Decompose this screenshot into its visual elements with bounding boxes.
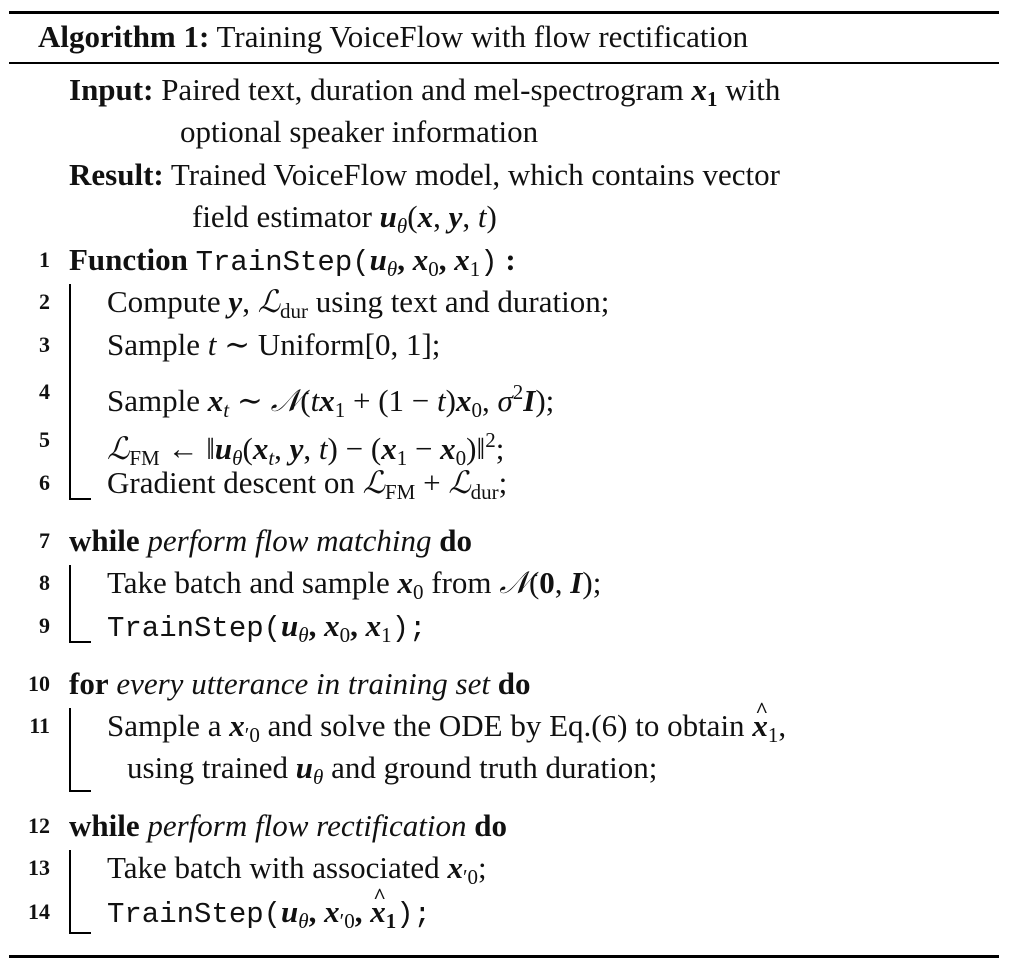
step-9: TrainStep(uθ, x0, x1);	[107, 608, 427, 647]
algorithm-title-text: Training VoiceFlow with flow rectificati…	[216, 19, 749, 54]
line-number: 5	[39, 427, 50, 452]
line-number: 2	[39, 289, 50, 314]
line-number: 7	[39, 528, 50, 553]
step-12: while perform flow rectification do	[69, 808, 508, 843]
input-line-2: optional speaker information	[180, 114, 539, 149]
step-1: Function TrainStep(uθ, x0, x1) :	[69, 242, 516, 281]
step-6: Gradient descent on ℒFM + ℒdur;	[107, 465, 508, 504]
title-rule	[9, 62, 999, 64]
result-line-1: Result: Trained VoiceFlow model, which c…	[69, 155, 780, 195]
result-text-1: Trained VoiceFlow model, which contains …	[170, 157, 780, 192]
for-block-bar	[69, 708, 91, 792]
input-line-1: Input: Paired text, duration and mel-spe…	[69, 70, 780, 119]
line-number: 11	[29, 713, 50, 738]
input-text-1: Paired text, duration and mel-spectrogra…	[161, 72, 684, 107]
line-number: 6	[39, 470, 50, 495]
step-11-cont: using trained uθ and ground truth durati…	[127, 750, 658, 789]
math-x1: x1	[691, 72, 718, 111]
step-7: while perform flow matching do	[69, 523, 473, 558]
step-11: Sample a x′0 and solve the ODE by Eq.(6)…	[107, 690, 786, 755]
input-label: Input:	[69, 72, 154, 107]
result-line-2: field estimator uθ(x, y, t)	[192, 199, 497, 238]
line-number: 13	[28, 855, 50, 880]
result-label: Result:	[69, 157, 164, 192]
algorithm-label: Algorithm 1:	[38, 19, 210, 54]
line-number: 3	[39, 332, 50, 357]
step-3: Sample t ∼ Uniform[0, 1];	[107, 327, 441, 362]
line-number: 1	[39, 247, 50, 272]
input-text-1b: with	[725, 72, 781, 107]
step-10: for every utterance in training set do	[69, 666, 531, 701]
line-number: 12	[28, 813, 50, 838]
line-number: 10	[28, 671, 50, 696]
line-number: 9	[39, 613, 50, 638]
line-number: 8	[39, 570, 50, 595]
step-2: Compute y, ℒdur using text and duration;	[107, 284, 610, 323]
result-text-2: field estimator	[192, 199, 372, 234]
algorithm-title: Algorithm 1: Training VoiceFlow with flo…	[38, 17, 748, 57]
step-5: ℒFM ← ‖uθ(xt, y, t) − (x1 − x0)‖2;	[107, 428, 505, 470]
function-name: TrainStep	[195, 246, 353, 279]
function-block-bar	[69, 284, 91, 500]
step-14: TrainStep(uθ, x′0, x1);	[107, 876, 431, 941]
while-block-bar	[69, 565, 91, 643]
step-4: Sample xt ∼ 𝒩(tx1 + (1 − t)x0, σ2I);	[107, 380, 555, 422]
bottom-rule	[9, 955, 999, 958]
line-number: 14	[28, 899, 50, 924]
top-rule	[9, 11, 999, 14]
line-number: 4	[39, 379, 50, 404]
step-13: Take batch with associated x′0;	[107, 850, 487, 889]
step-8: Take batch and sample x0 from 𝒩(0, I);	[107, 565, 602, 604]
rectification-block-bar	[69, 850, 91, 934]
